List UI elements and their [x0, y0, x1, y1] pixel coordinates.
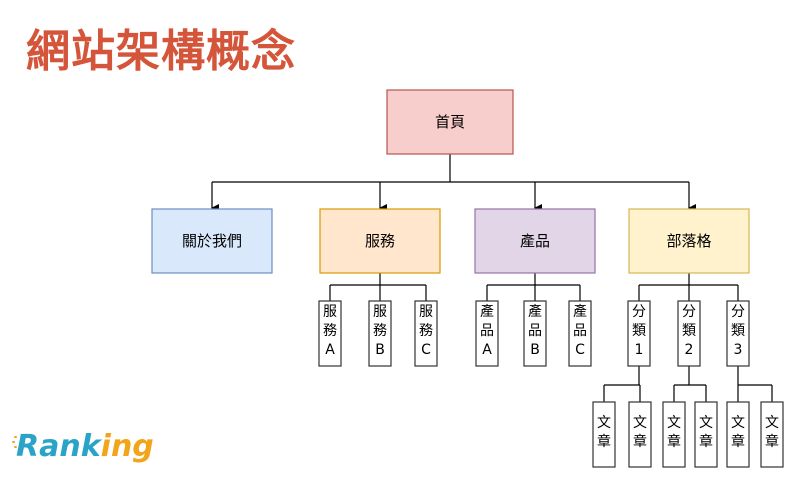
node-article[interactable]: 文章 — [592, 401, 616, 468]
node-products-child[interactable]: 產品A — [475, 300, 499, 367]
node-label-char: B — [530, 342, 540, 358]
node-label-char: 3 — [734, 342, 743, 358]
node-services-child-shape — [414, 300, 438, 367]
node-label-char: 產 — [573, 303, 587, 320]
node-label-char: 文 — [597, 415, 611, 431]
node-label-char: 務 — [373, 323, 387, 339]
node-article-shape — [592, 401, 616, 468]
node-about-shape — [151, 208, 273, 274]
node-home[interactable]: 首頁 — [386, 89, 514, 155]
node-label-char: 類 — [682, 323, 696, 339]
node-services-child[interactable]: 服務C — [414, 300, 438, 367]
node-services-shape — [319, 208, 441, 274]
node-article-shape — [726, 401, 750, 468]
node-blog-child[interactable]: 分類 2 — [677, 300, 701, 367]
node-label-char: A — [325, 342, 335, 358]
logo-speed-marks-icon — [12, 436, 26, 450]
node-article[interactable]: 文章 — [662, 401, 686, 468]
node-blog[interactable]: 部落格 — [628, 208, 750, 274]
node-products-child[interactable]: 產品B — [523, 300, 547, 367]
node-label-char: 服 — [373, 304, 387, 320]
node-label-char: 品 — [480, 323, 494, 339]
node-products-child[interactable]: 產品C — [568, 300, 592, 367]
node-label-char: 務 — [419, 323, 433, 339]
node-article[interactable]: 文章 — [628, 401, 652, 468]
node-services-child[interactable]: 服務A — [318, 300, 342, 367]
node-label-char: 文 — [667, 415, 681, 431]
node-services-child[interactable]: 服務B — [368, 300, 392, 367]
node-label-char: 章 — [765, 433, 779, 450]
node-label-char: 分 — [682, 304, 696, 320]
node-label-char: 文 — [699, 415, 713, 431]
node-label-char: 服 — [419, 304, 433, 320]
node-label: 關於我們 — [182, 232, 242, 250]
node-article[interactable]: 文章 — [760, 401, 784, 468]
node-products-child-shape — [523, 300, 547, 367]
node-article-shape — [760, 401, 784, 468]
node-blog-child-shape — [726, 300, 750, 367]
node-label-char: 服 — [323, 304, 337, 320]
node-products-child-shape — [475, 300, 499, 367]
node-label-char: 文 — [633, 415, 647, 431]
node-services-child-shape — [318, 300, 342, 367]
node-label-char: A — [482, 342, 492, 358]
node-label: 首頁 — [435, 113, 465, 131]
node-label: 產品 — [520, 232, 550, 250]
node-label-char: B — [375, 342, 385, 358]
node-label-char: 2 — [685, 342, 694, 358]
node-label: 服務 — [365, 232, 395, 250]
node-label: 部落格 — [666, 232, 711, 250]
node-label-char: 產 — [528, 303, 542, 320]
node-label-char: 分 — [632, 304, 646, 320]
node-article-shape — [662, 401, 686, 468]
node-home-shape — [386, 89, 514, 155]
node-article-shape — [694, 401, 718, 468]
node-label-char: C — [421, 342, 431, 358]
node-article-shape — [628, 401, 652, 468]
node-services[interactable]: 服務 — [319, 208, 441, 274]
node-label-char: 章 — [699, 433, 713, 450]
node-label-char: 品 — [528, 323, 542, 339]
node-label-char: 章 — [667, 433, 681, 450]
node-label-char: 文 — [731, 415, 745, 431]
node-label-char: 1 — [635, 342, 644, 358]
node-label-char: 文 — [765, 415, 779, 431]
node-blog-child[interactable]: 分類 3 — [726, 300, 750, 367]
node-label-char: 章 — [597, 433, 611, 450]
node-label-char: 章 — [633, 433, 647, 450]
node-label-char: 務 — [323, 323, 337, 339]
node-products-shape — [474, 208, 596, 274]
node-blog-child-shape — [677, 300, 701, 367]
node-label-char: 類 — [632, 323, 646, 339]
node-blog-child-shape — [627, 300, 651, 367]
node-label-char: 產 — [480, 303, 494, 320]
ranking-logo: Ranking — [16, 430, 154, 464]
node-label-char: 章 — [731, 433, 745, 450]
page-title: 網站架構概念 — [26, 26, 296, 77]
node-blog-shape — [628, 208, 750, 274]
node-services-child-shape — [368, 300, 392, 367]
node-label-char: 分 — [731, 304, 745, 320]
node-label-char: C — [575, 342, 585, 358]
logo-text-accent: ing — [100, 429, 154, 464]
node-products-child-shape — [568, 300, 592, 367]
node-label-char: 類 — [731, 323, 745, 339]
node-label-char: 品 — [573, 323, 587, 339]
node-about[interactable]: 關於我們 — [151, 208, 273, 274]
node-article[interactable]: 文章 — [726, 401, 750, 468]
logo-text-primary: Rank — [16, 429, 101, 464]
node-products[interactable]: 產品 — [474, 208, 596, 274]
node-article[interactable]: 文章 — [694, 401, 718, 468]
node-blog-child[interactable]: 分類 1 — [627, 300, 651, 367]
